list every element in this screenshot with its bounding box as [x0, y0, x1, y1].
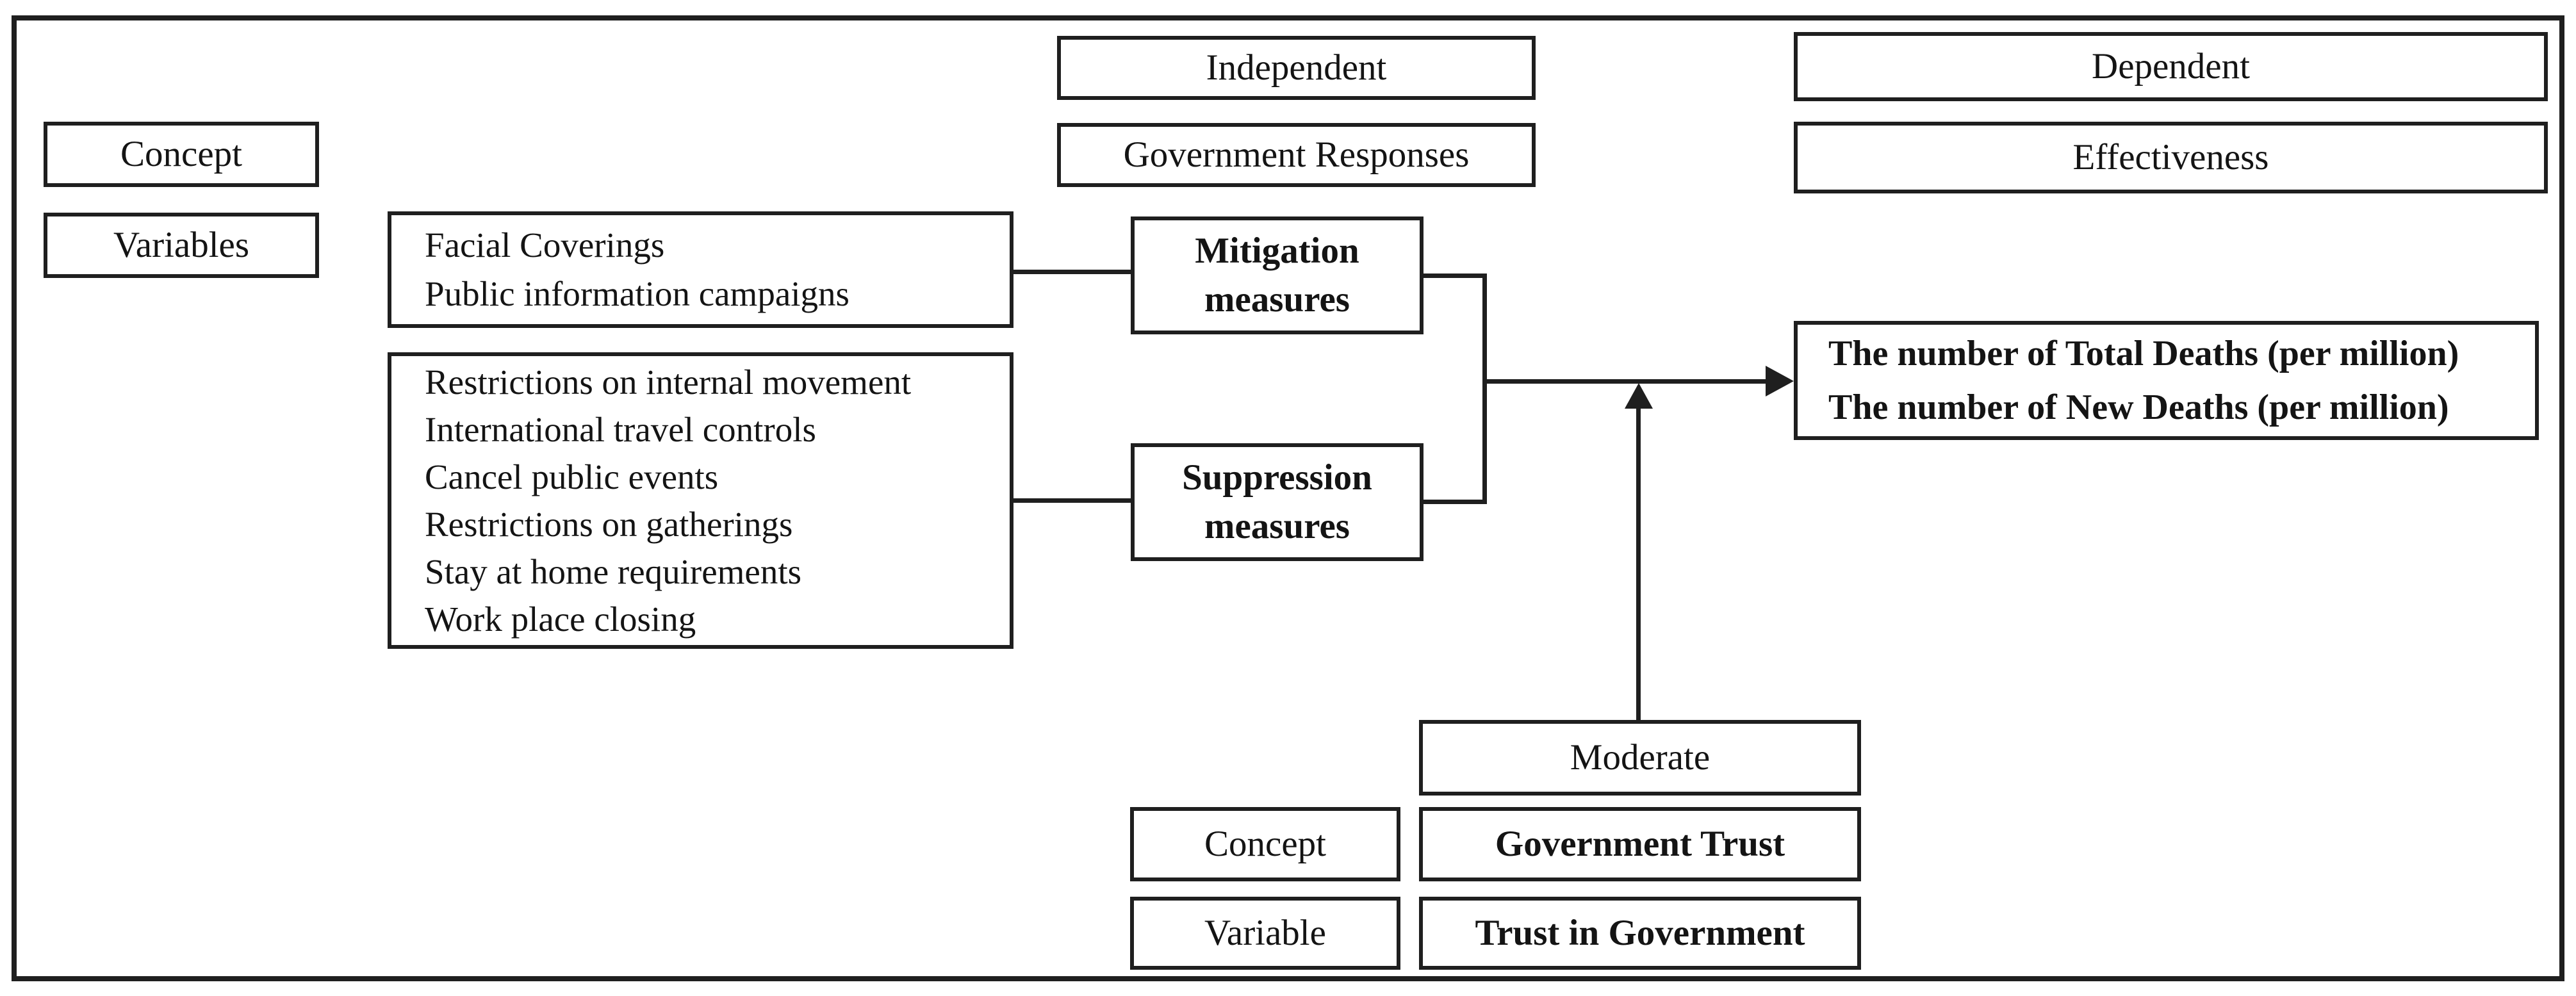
- suppression-measures-line: Suppression: [1182, 457, 1372, 498]
- connector-facial-to-mitigation: [1011, 270, 1133, 274]
- government-responses-text: Government Responses: [1123, 135, 1470, 175]
- dependent-label-text: Dependent: [2092, 46, 2250, 86]
- suppression-variable-item: International travel controls: [425, 409, 816, 449]
- arrowhead-right-icon: [1766, 366, 1794, 396]
- suppression-variable-item: Stay at home requirements: [425, 551, 802, 591]
- box-mitigation-variables: Facial Coverings Public information camp…: [388, 211, 1013, 328]
- connector-main-effect-arrow: [1482, 379, 1769, 384]
- box-government-responses: Government Responses: [1057, 123, 1536, 187]
- variables-label-text: Variables: [113, 225, 250, 265]
- box-suppression-measures: Suppression measures: [1131, 443, 1423, 561]
- connector-restrictions-to-suppression: [1011, 498, 1133, 503]
- box-trust-in-government: Trust in Government: [1419, 897, 1861, 970]
- box-moderate-label: Moderate: [1419, 720, 1861, 796]
- arrowhead-up-icon: [1625, 383, 1653, 409]
- box-suppression-variables: Restrictions on internal movement Intern…: [388, 352, 1013, 649]
- connector-moderation-arrow: [1636, 406, 1641, 721]
- outcome-variable-item: The number of Total Deaths (per million): [1828, 334, 2459, 373]
- outcome-variable-item: The number of New Deaths (per million): [1828, 388, 2449, 427]
- mitigation-variable-item: Public information campaigns: [425, 274, 849, 313]
- mitigation-measures-line: measures: [1204, 279, 1350, 320]
- independent-label-text: Independent: [1206, 47, 1387, 88]
- mitigation-variable-item: Facial Coverings: [425, 225, 665, 265]
- box-outcome-variables: The number of Total Deaths (per million)…: [1794, 321, 2539, 440]
- suppression-measures-line: measures: [1204, 506, 1350, 546]
- box-variables-label: Variables: [44, 213, 319, 278]
- suppression-variable-item: Restrictions on internal movement: [425, 362, 912, 402]
- connector-mitigation-to-bracket: [1421, 273, 1487, 278]
- box-independent-label: Independent: [1057, 36, 1536, 100]
- trust-in-government-text: Trust in Government: [1475, 913, 1805, 953]
- box-moderator-concept-label: Concept: [1130, 807, 1400, 881]
- concept-label-text: Concept: [120, 134, 242, 174]
- moderate-label-text: Moderate: [1570, 737, 1710, 778]
- connector-suppression-to-bracket: [1421, 500, 1487, 504]
- government-trust-text: Government Trust: [1495, 824, 1785, 864]
- suppression-variable-item: Cancel public events: [425, 457, 719, 496]
- connector-bracket-vertical: [1482, 273, 1487, 504]
- box-government-trust: Government Trust: [1419, 807, 1861, 881]
- suppression-variable-item: Restrictions on gatherings: [425, 504, 793, 544]
- box-concept-label: Concept: [44, 122, 319, 187]
- mitigation-measures-line: Mitigation: [1195, 231, 1359, 271]
- suppression-variable-item: Work place closing: [425, 599, 696, 639]
- effectiveness-label-text: Effectiveness: [2072, 137, 2269, 177]
- moderator-variable-label-text: Variable: [1204, 913, 1326, 953]
- moderator-concept-label-text: Concept: [1204, 824, 1326, 864]
- box-dependent-label: Dependent: [1794, 32, 2548, 101]
- box-effectiveness-label: Effectiveness: [1794, 122, 2548, 193]
- box-mitigation-measures: Mitigation measures: [1131, 216, 1423, 334]
- box-moderator-variable-label: Variable: [1130, 897, 1400, 970]
